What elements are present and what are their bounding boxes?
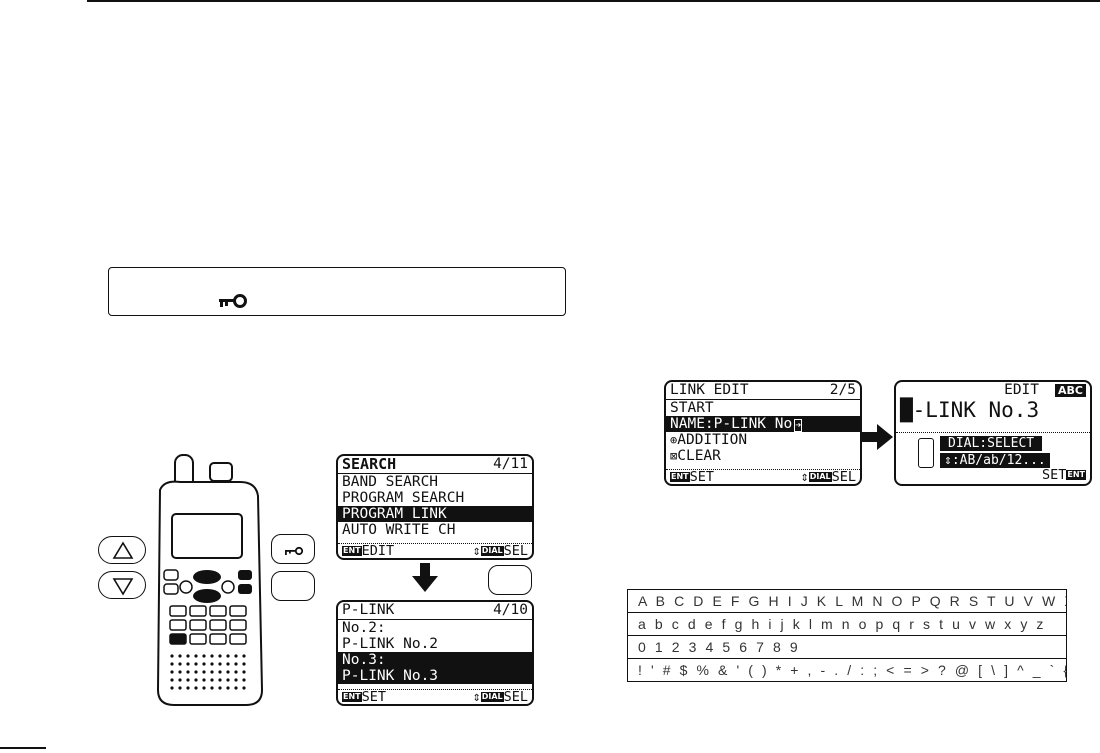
down-key[interactable] — [98, 571, 146, 599]
menu-item[interactable]: ⊕ADDITION — [666, 432, 860, 448]
up-down-arrow-icon: ⇕ — [472, 543, 481, 559]
screen-title: LINK EDIT — [670, 382, 749, 398]
screen-title: EDIT — [1004, 382, 1040, 398]
up-down-arrow-icon: ⇕ — [944, 453, 952, 468]
page-indicator: 4/11 — [493, 456, 528, 472]
lock-key[interactable] — [271, 534, 315, 564]
footer-left-label: SET — [689, 469, 715, 485]
menu-item[interactable]: START — [670, 400, 714, 416]
screen-header: EDIT ABC — [896, 382, 1090, 398]
updown-hint-label: :AB/ab/12... — [951, 453, 1046, 468]
char-row-lowercase: a b c d e f g h i j k l m n o p q r s t … — [628, 613, 1066, 636]
add-icon: ⊕ — [670, 433, 678, 447]
up-down-arrow-icon: ⇕ — [472, 689, 481, 705]
mode-badge: ABC — [1055, 383, 1086, 397]
link-edit-screen: LINK EDIT 2/5 START NAME:P-LINK No➔ ⊕ADD… — [664, 380, 862, 486]
key-icon — [219, 294, 247, 308]
plink-screen: P-LINK 4/10 No.2: P-LINK No.2 No.3: P-LI… — [336, 600, 534, 706]
menu-item-selected[interactable]: PROGRAM LINK — [338, 506, 532, 522]
blank-key[interactable] — [271, 571, 315, 601]
cursor-block-icon: █ — [900, 398, 913, 422]
dial-hint: DIAL:SELECT — [940, 436, 1043, 451]
screen-title: SEARCH — [342, 455, 397, 473]
dial-tag: DIAL — [808, 472, 832, 482]
note-box — [108, 267, 566, 316]
page-corner-mark — [0, 747, 46, 749]
edit-screen: EDIT ABC █-LINK No.3 DIAL:SELECT ⇕:AB/ab… — [894, 380, 1092, 486]
scroll-right-icon: ➔ — [794, 419, 803, 432]
footer-right-label: SET — [1041, 467, 1067, 483]
list-item[interactable]: No.2: — [342, 620, 386, 636]
character-table: A B C D E F G H I J K L M N O P Q R S T … — [627, 589, 1067, 682]
ent-tag: ENT — [1066, 470, 1086, 480]
menu-item-label: ADDITION — [677, 432, 748, 448]
ent-tag: ENT — [342, 546, 362, 556]
arrow-down-icon — [412, 563, 438, 592]
clear-icon: ⊠ — [670, 449, 678, 463]
arrow-right-icon — [862, 424, 893, 450]
char-row-digits: 0 1 2 3 4 5 6 7 8 9 — [628, 636, 1066, 659]
char-row-uppercase: A B C D E F G H I J K L M N O P Q R S T … — [628, 590, 1066, 613]
menu-item-selected[interactable]: NAME:P-LINK No➔ — [666, 416, 860, 432]
menu-item[interactable]: ⊠CLEAR — [666, 448, 860, 464]
ent-tag: ENT — [670, 472, 690, 482]
screen-title: P-LINK — [342, 602, 395, 618]
list-item[interactable]: P-LINK No.2 — [342, 636, 439, 652]
footer-right-label: SEL — [503, 689, 528, 705]
menu-item[interactable]: BAND SEARCH — [342, 474, 439, 490]
list-item-selected[interactable]: P-LINK No.3 — [338, 668, 532, 684]
search-screen: SEARCH 4/11 BAND SEARCH PROGRAM SEARCH P… — [336, 454, 534, 560]
dial-tag: DIAL — [480, 692, 504, 702]
ent-tag: ENT — [342, 692, 362, 702]
screen-footer: ENTSET ⇕DIALSEL — [666, 469, 860, 484]
screen-footer: SETENT — [1042, 468, 1086, 483]
divider — [896, 432, 1090, 433]
menu-item[interactable]: AUTO WRITE CH — [342, 522, 456, 538]
radio-illustration — [156, 454, 264, 706]
screen-footer: ENTSET ⇕DIALSEL — [338, 689, 532, 704]
name-entry-field[interactable]: █-LINK No.3 — [896, 398, 1090, 422]
list-item-selected[interactable]: No.3: — [338, 652, 532, 668]
name-value: NAME:P-LINK No — [670, 416, 793, 432]
screen-footer: ENTEDIT ⇕DIALSEL — [338, 543, 532, 558]
screen-header: LINK EDIT 2/5 — [666, 382, 860, 400]
updown-hint: ⇕:AB/ab/12... — [940, 453, 1050, 468]
screen-header: SEARCH 4/11 — [338, 456, 532, 474]
key-icon — [285, 546, 304, 556]
menu-item-label: CLEAR — [677, 448, 721, 464]
screen-header: P-LINK 4/10 — [338, 602, 532, 620]
footer-left-label: SET — [361, 689, 387, 705]
char-row-symbols: ! ' # $ % & ' ( ) * + , - . / : ; < = > … — [638, 662, 1066, 678]
blank-key[interactable] — [488, 565, 532, 595]
footer-right-label: SEL — [503, 543, 528, 559]
up-key[interactable] — [98, 536, 146, 564]
up-down-arrow-icon: ⇕ — [800, 469, 809, 485]
top-rule — [87, 0, 1100, 2]
radio-icon — [918, 438, 934, 468]
page-indicator: 2/5 — [829, 382, 856, 398]
triangle-down-icon — [112, 578, 134, 596]
menu-item[interactable]: PROGRAM SEARCH — [342, 490, 465, 506]
name-entry-value: -LINK No.3 — [912, 398, 1040, 422]
footer-right-label: SEL — [831, 469, 856, 485]
dial-tag: DIAL — [480, 546, 504, 556]
triangle-up-icon — [112, 541, 134, 559]
footer-left-label: EDIT — [361, 543, 395, 559]
page-indicator: 4/10 — [493, 602, 528, 618]
